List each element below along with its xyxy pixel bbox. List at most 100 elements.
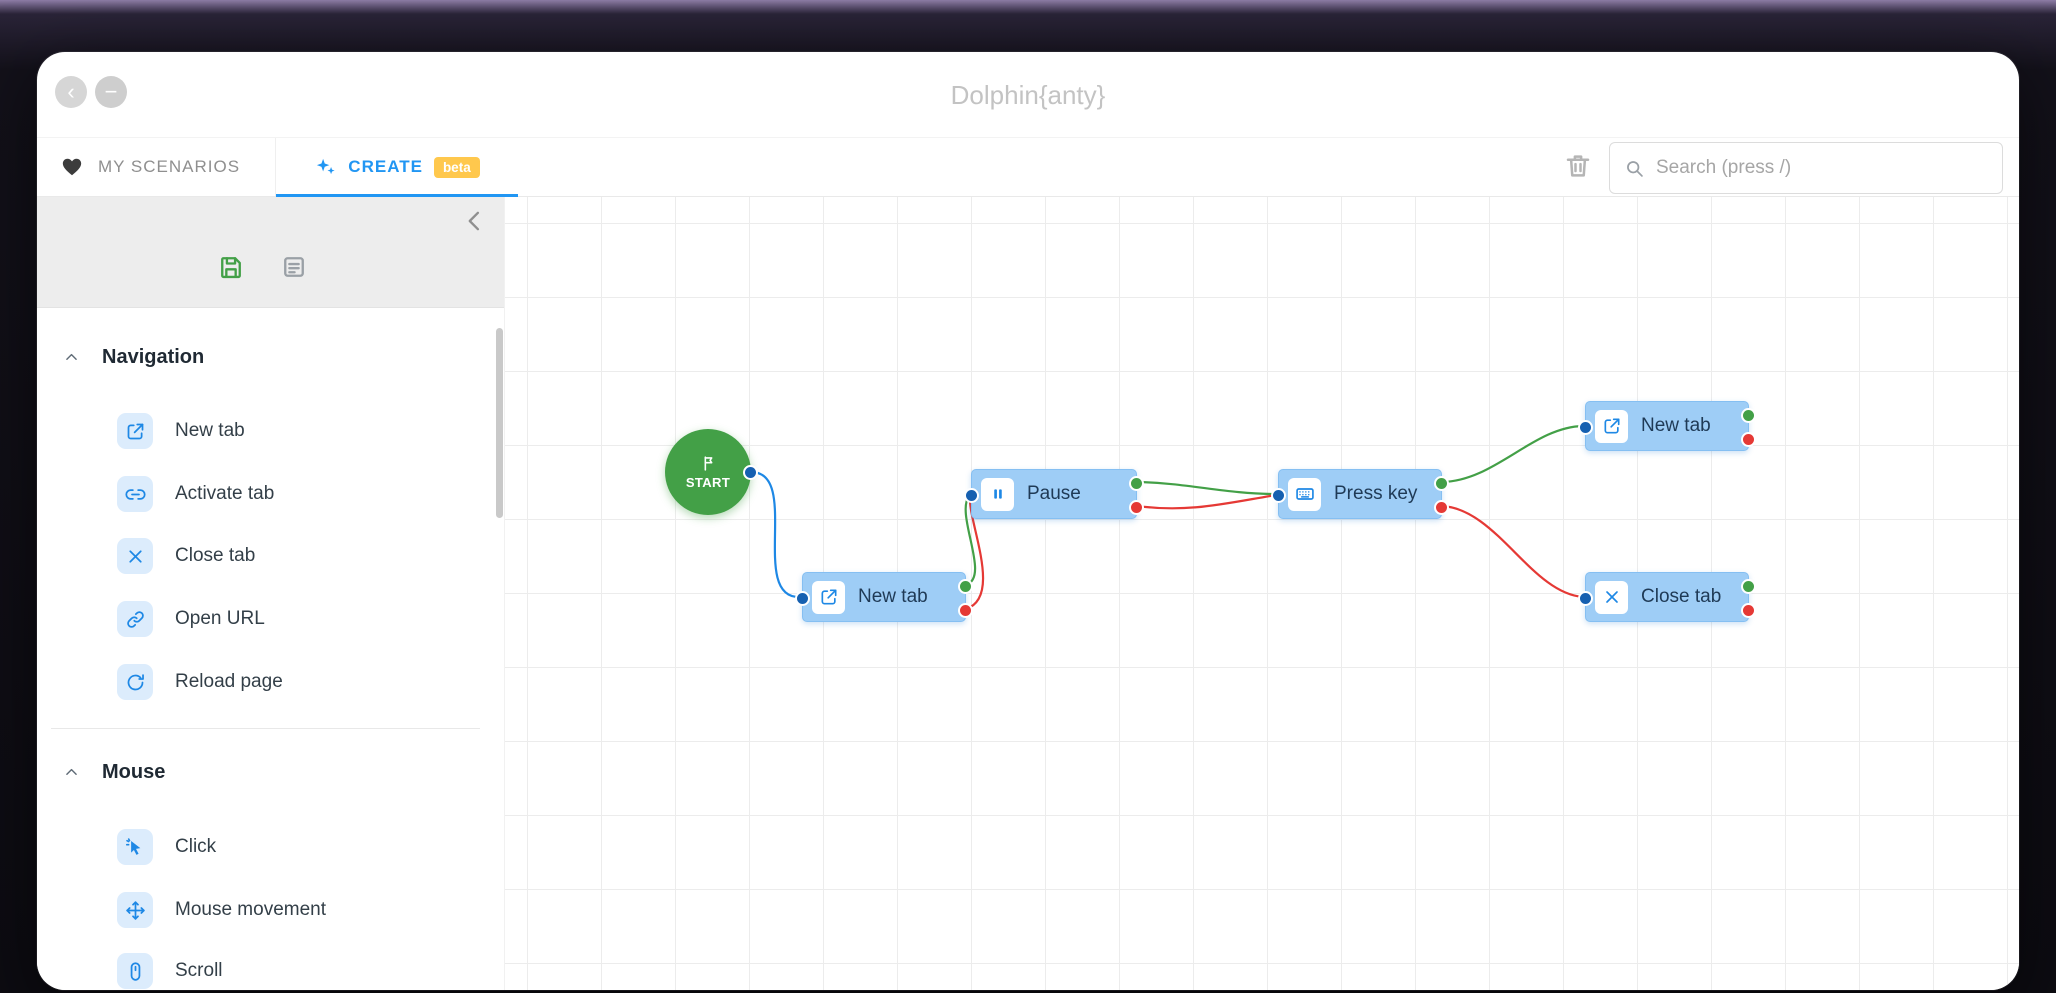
success-port[interactable] xyxy=(1436,477,1447,489)
node-label: New tab xyxy=(858,586,928,607)
section-title: Navigation xyxy=(102,345,205,368)
error-port[interactable] xyxy=(1131,501,1142,513)
mouse-movement-icon xyxy=(117,892,153,928)
node-label: New tab xyxy=(1641,415,1711,436)
window-minimize-button[interactable]: − xyxy=(95,76,127,108)
window-title: Dolphin{anty} xyxy=(950,80,1106,110)
tab-my-scenarios[interactable]: MY SCENARIOS xyxy=(37,138,275,196)
start-node[interactable]: START xyxy=(665,429,756,515)
close-tab-icon xyxy=(117,538,153,574)
app-window: ‹ − Dolphin{anty} MY SCENARIOS CREATE be… xyxy=(37,52,2019,990)
beta-badge: beta xyxy=(433,156,480,178)
active-tab-underline xyxy=(276,194,518,197)
error-port[interactable] xyxy=(1436,501,1447,513)
edge-press-key-error-to-close-tab[interactable] xyxy=(1441,504,1584,599)
input-port[interactable] xyxy=(1580,592,1591,604)
sidebar-item-mouse-movement[interactable]: Mouse movement xyxy=(37,885,504,935)
success-port[interactable] xyxy=(1131,477,1142,489)
sidebar-item-new-tab[interactable]: New tab xyxy=(37,406,504,456)
tab-create[interactable]: CREATE beta xyxy=(276,138,518,196)
open-url-icon xyxy=(117,601,153,637)
pause-icon xyxy=(981,477,1014,511)
sidebar-item-label: Close tab xyxy=(175,545,256,566)
sidebar-scrollbar[interactable] xyxy=(496,328,503,518)
sidebar-item-label: Open URL xyxy=(175,608,265,629)
error-port[interactable] xyxy=(1743,433,1754,445)
tab-create-label: CREATE xyxy=(348,157,423,176)
section-title: Mouse xyxy=(102,760,166,783)
success-port[interactable] xyxy=(1743,409,1754,421)
scenario-canvas[interactable]: START New tab Pause xyxy=(505,197,2019,990)
close-tab-icon xyxy=(1595,580,1628,614)
success-port[interactable] xyxy=(960,580,971,592)
sidebar-item-label: Scroll xyxy=(175,960,223,981)
edge-new-tab-1-error-to-pause[interactable] xyxy=(965,496,985,611)
new-tab-icon xyxy=(117,413,153,449)
edge-pause-error-to-press-key[interactable] xyxy=(1136,493,1277,510)
sidebar-item-close-tab[interactable]: Close tab xyxy=(37,531,504,581)
actions-sidebar: Navigation New tab Activate tab Close ta… xyxy=(37,197,505,990)
delete-scenario-button[interactable] xyxy=(1563,151,1595,183)
node-label: Pause xyxy=(1027,483,1081,504)
section-header-navigation[interactable]: Navigation xyxy=(37,332,504,382)
sidebar-toolbar-panel xyxy=(37,197,504,308)
window-back-button[interactable]: ‹ xyxy=(55,76,87,108)
input-port[interactable] xyxy=(797,592,808,604)
error-port[interactable] xyxy=(960,604,971,616)
keyboard-icon xyxy=(1288,477,1321,511)
sidebar-item-open-url[interactable]: Open URL xyxy=(37,594,504,644)
sidebar-item-click[interactable]: Click xyxy=(37,822,504,872)
node-label: Close tab xyxy=(1641,586,1722,607)
node-new-tab-1[interactable]: New tab xyxy=(797,572,971,622)
sparkles-icon xyxy=(317,158,335,174)
sidebar-item-activate-tab[interactable]: Activate tab xyxy=(37,469,504,519)
save-icon xyxy=(221,257,241,279)
sidebar-item-label: Mouse movement xyxy=(175,899,327,920)
start-output-port[interactable] xyxy=(745,466,756,478)
title-bar: ‹ − Dolphin{anty} xyxy=(37,52,2019,138)
scenario-notes-button[interactable] xyxy=(280,253,308,281)
reload-page-icon xyxy=(117,664,153,700)
node-close-tab[interactable]: Close tab xyxy=(1580,572,1754,622)
search-icon xyxy=(1627,160,1643,177)
node-pause[interactable]: Pause xyxy=(966,469,1142,519)
edge-press-key-success-to-new-tab-2[interactable] xyxy=(1441,424,1584,484)
search-input[interactable] xyxy=(1656,157,1988,179)
input-port[interactable] xyxy=(1580,421,1591,433)
node-label: Press key xyxy=(1334,483,1418,504)
new-tab-icon xyxy=(1595,409,1628,443)
sidebar-item-label: Reload page xyxy=(175,671,283,692)
section-header-mouse[interactable]: Mouse xyxy=(37,747,504,797)
edge-pause-success-to-press-key[interactable] xyxy=(1136,480,1277,496)
edge-start-to-new-tab-1[interactable] xyxy=(750,470,800,599)
minimize-icon: − xyxy=(104,79,118,104)
input-port[interactable] xyxy=(1273,489,1284,501)
flag-icon xyxy=(704,456,712,471)
error-port[interactable] xyxy=(1743,604,1754,616)
notes-icon xyxy=(284,257,304,277)
scroll-icon xyxy=(117,953,153,989)
success-port[interactable] xyxy=(1743,580,1754,592)
edge-new-tab-1-success-to-pause[interactable] xyxy=(964,495,977,587)
chevron-left-icon xyxy=(468,211,480,231)
collapse-sidebar-button[interactable] xyxy=(461,207,489,235)
sidebar-item-label: Activate tab xyxy=(175,483,275,504)
trash-icon xyxy=(1566,155,1590,177)
sidebar-item-scroll[interactable]: Scroll xyxy=(37,946,504,990)
chevron-up-icon xyxy=(66,768,77,775)
search-box xyxy=(1609,142,2003,194)
section-divider xyxy=(51,728,480,729)
back-icon: ‹ xyxy=(67,79,75,104)
start-node-label: START xyxy=(685,475,731,490)
sidebar-item-reload-page[interactable]: Reload page xyxy=(37,657,504,707)
tab-my-scenarios-label: MY SCENARIOS xyxy=(98,157,241,176)
input-port[interactable] xyxy=(966,489,977,501)
header-bar: MY SCENARIOS CREATE beta xyxy=(37,138,2019,197)
heart-icon xyxy=(62,158,82,176)
sidebar-item-label: Click xyxy=(175,836,217,857)
save-scenario-button[interactable] xyxy=(217,253,245,281)
sidebar-item-label: New tab xyxy=(175,420,245,441)
tab-separator xyxy=(275,138,276,196)
node-press-key[interactable]: Press key xyxy=(1273,469,1447,519)
node-new-tab-2[interactable]: New tab xyxy=(1580,401,1754,451)
